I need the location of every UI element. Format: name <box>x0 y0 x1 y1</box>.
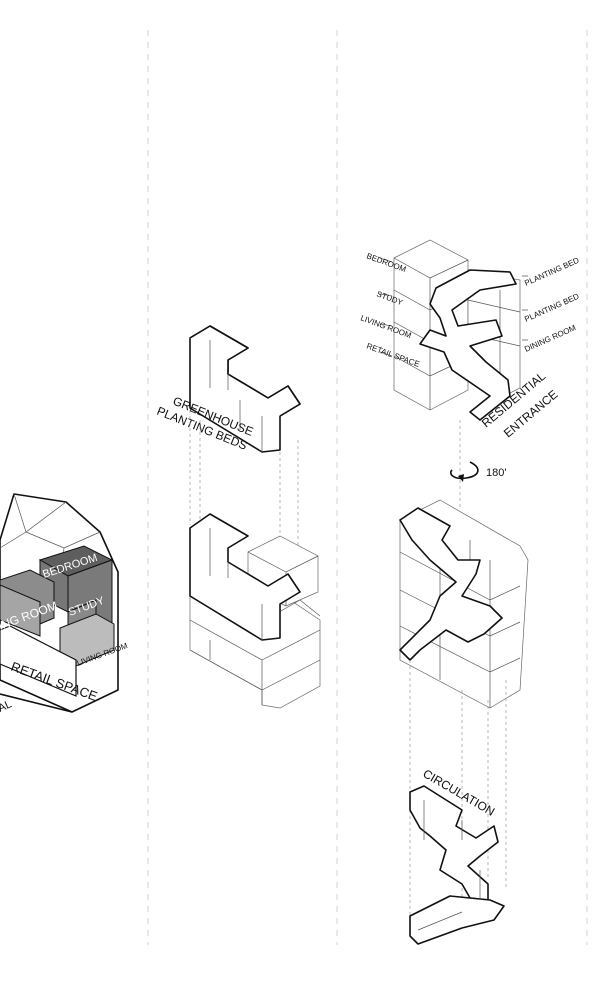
roof-facets <box>0 493 101 581</box>
greenhouse-planting-beds-exploded: GREENHOUSE PLANTING BEDS <box>155 325 321 709</box>
label-planting-bed-1: PLANTING BED <box>523 256 580 288</box>
circulation-ramp-upper <box>409 785 499 901</box>
context-stack-lines <box>189 599 321 705</box>
circulation-ramp-rotated <box>399 507 503 661</box>
circulation-edges <box>417 800 481 931</box>
ground-line <box>0 693 73 713</box>
label-dining-room: DINING ROOM <box>523 323 577 354</box>
circulation-exploded: CIRCULATION <box>409 766 505 945</box>
retail-space-box <box>0 625 77 697</box>
residential-stack-rotated <box>399 499 529 920</box>
column-guides <box>147 30 588 945</box>
label-planting-bed-2: PLANTING BED <box>523 292 580 324</box>
living-room-block-face <box>0 584 41 637</box>
leader-lines-top <box>379 257 528 357</box>
planting-bed-lower-edges <box>209 528 263 640</box>
circulation-ramp-top <box>419 269 517 421</box>
residential-stack-top: BEDROOM STUDY LIVING ROOM RETAIL SPACE P… <box>359 239 581 440</box>
planting-bed-upper-edges <box>209 340 263 452</box>
circulation-ramp-lower <box>409 895 505 945</box>
rotation-indicator: 180' <box>450 420 506 510</box>
building-massing-left: BEDROOM STUDY ING ROOM LIVING ROOM RETAI… <box>0 493 129 715</box>
rotation-arrow <box>450 461 479 480</box>
label-al-fragment: AL <box>0 698 14 714</box>
label-rotation: 180' <box>486 467 506 479</box>
rotation-arrowhead-icon <box>458 474 464 482</box>
rotated-stack-floors <box>399 540 521 708</box>
